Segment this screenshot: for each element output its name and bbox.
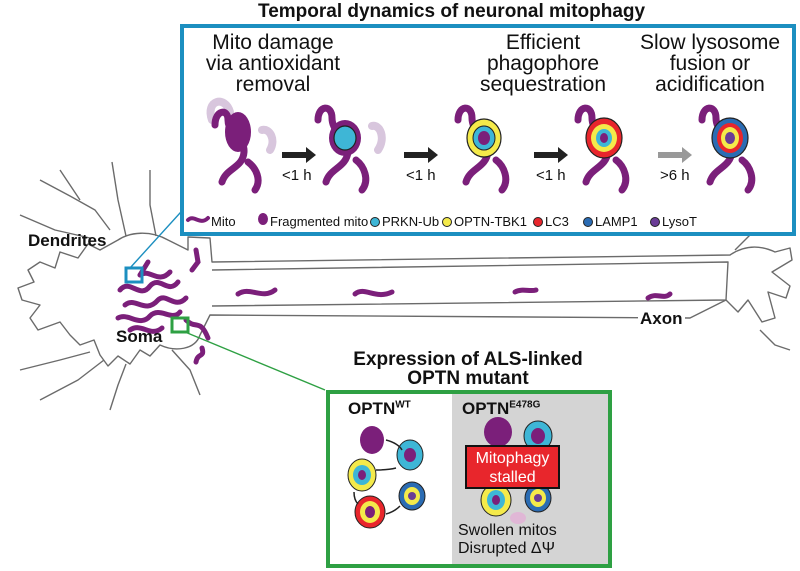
arrow-time-3: <1 h [536,167,566,184]
legend-optn-tbk1: OPTN-TBK1 [442,214,527,229]
arrow-time-1: <1 h [282,167,312,184]
legend-swatch-optn [442,216,452,227]
roi-dendrite-marker [124,266,144,284]
legend-swatch-lysot [650,216,660,227]
stage-caption-sequestration: Efficient phagophore sequestration [479,31,607,96]
wt-cycle-art [347,426,426,529]
roi-soma-marker [170,316,190,334]
legend-mito: Mito [211,214,236,229]
top-panel-title: Temporal dynamics of neuronal mitophagy [258,1,646,22]
legend-fragmented-glyph [258,213,268,225]
legend-mito-glyph [186,216,210,223]
arrow-3 [534,147,568,163]
soma-label: Soma [116,327,163,346]
stage-caption-fusion: Slow lysosome fusion or acidification [639,31,781,96]
arrow-4 [658,147,692,163]
axon-label: Axon [638,309,685,328]
legend-lysot: LysoT [650,214,697,229]
stage-3-mito-art [454,104,510,194]
legend-lamp1: LAMP1 [583,214,638,229]
bottom-panel-title: Expression of ALS-linked OPTN mutant [353,349,583,389]
dendrites-label: Dendrites [28,231,107,250]
axon-mito [235,287,673,301]
stage-2-mito-art [314,104,386,194]
stage-5-mito-art [698,104,756,194]
stage-1-mito-art [206,97,277,194]
optn-wt-label: OPTNWT [348,399,411,418]
arrow-time-2: <1 h [406,167,436,184]
mitophagy-stalled-badge: Mitophagy stalled [465,445,560,489]
legend-fragmented-mito: Fragmented mito [270,214,369,229]
mutant-cycle-art [480,417,553,524]
transition-arrows [282,147,692,163]
optn-mutant-label: OPTNE478G [462,399,541,418]
stage-4-mito-art [574,104,630,194]
legend-swatch-lamp1 [583,216,593,227]
arrow-2 [404,147,438,163]
arrow-1 [282,147,316,163]
legend-lc3: LC3 [533,214,569,229]
legend-swatch-prkn [370,216,380,227]
legend-swatch-lc3 [533,216,543,227]
soma-leader-line [184,331,326,391]
stage-caption-damage: Mito damage via antioxidant removal [205,31,341,96]
legend-prkn-ub: PRKN-Ub [370,214,439,229]
mutant-phenotype-note: Swollen mitos Disrupted ΔΨ [458,522,557,557]
arrow-time-4: >6 h [660,167,690,184]
